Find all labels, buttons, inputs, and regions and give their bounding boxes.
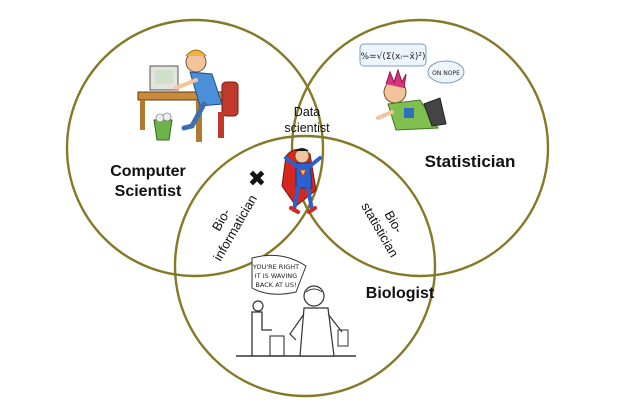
- biologist-caption-line3: BACK AT US!: [255, 281, 296, 289]
- statistician-cartoon: %=√(Σ(xᵢ−x̄)²) ON NOPE: [359, 43, 465, 131]
- computer-scientist-label-line2: Scientist: [115, 183, 182, 200]
- statistician-bubble-text: ON NOPE: [432, 70, 460, 77]
- bioinformatician-label: Bio- informatician: [209, 192, 260, 263]
- biologist-caption-line1: YOU'RE RIGHT: [252, 263, 299, 271]
- data-scientist-label-line1: Data: [294, 105, 320, 119]
- biologist-caption-line2: IT IS WAVING: [255, 272, 297, 280]
- biostatistician-label: Bio- statistician: [358, 200, 406, 260]
- x-marker-icon: ✖: [248, 167, 266, 192]
- biologist-label: Biologist: [366, 285, 435, 302]
- computer-scientist-label-line1: Computer: [110, 163, 186, 180]
- data-scientist-label-line2: scientist: [284, 121, 330, 135]
- statistician-formula: %=√(Σ(xᵢ−x̄)²): [361, 51, 426, 62]
- computer-scientist-circle: [65, 18, 325, 278]
- biologist-circle: [173, 134, 437, 398]
- biologist-cartoon: YOU'RE RIGHT IT IS WAVING BACK AT US!: [236, 254, 356, 357]
- superhero-cartoon: [281, 148, 322, 214]
- statistician-label: Statistician: [425, 152, 516, 171]
- statistician-circle: [290, 18, 550, 278]
- computer-scientist-cartoon: [137, 49, 239, 142]
